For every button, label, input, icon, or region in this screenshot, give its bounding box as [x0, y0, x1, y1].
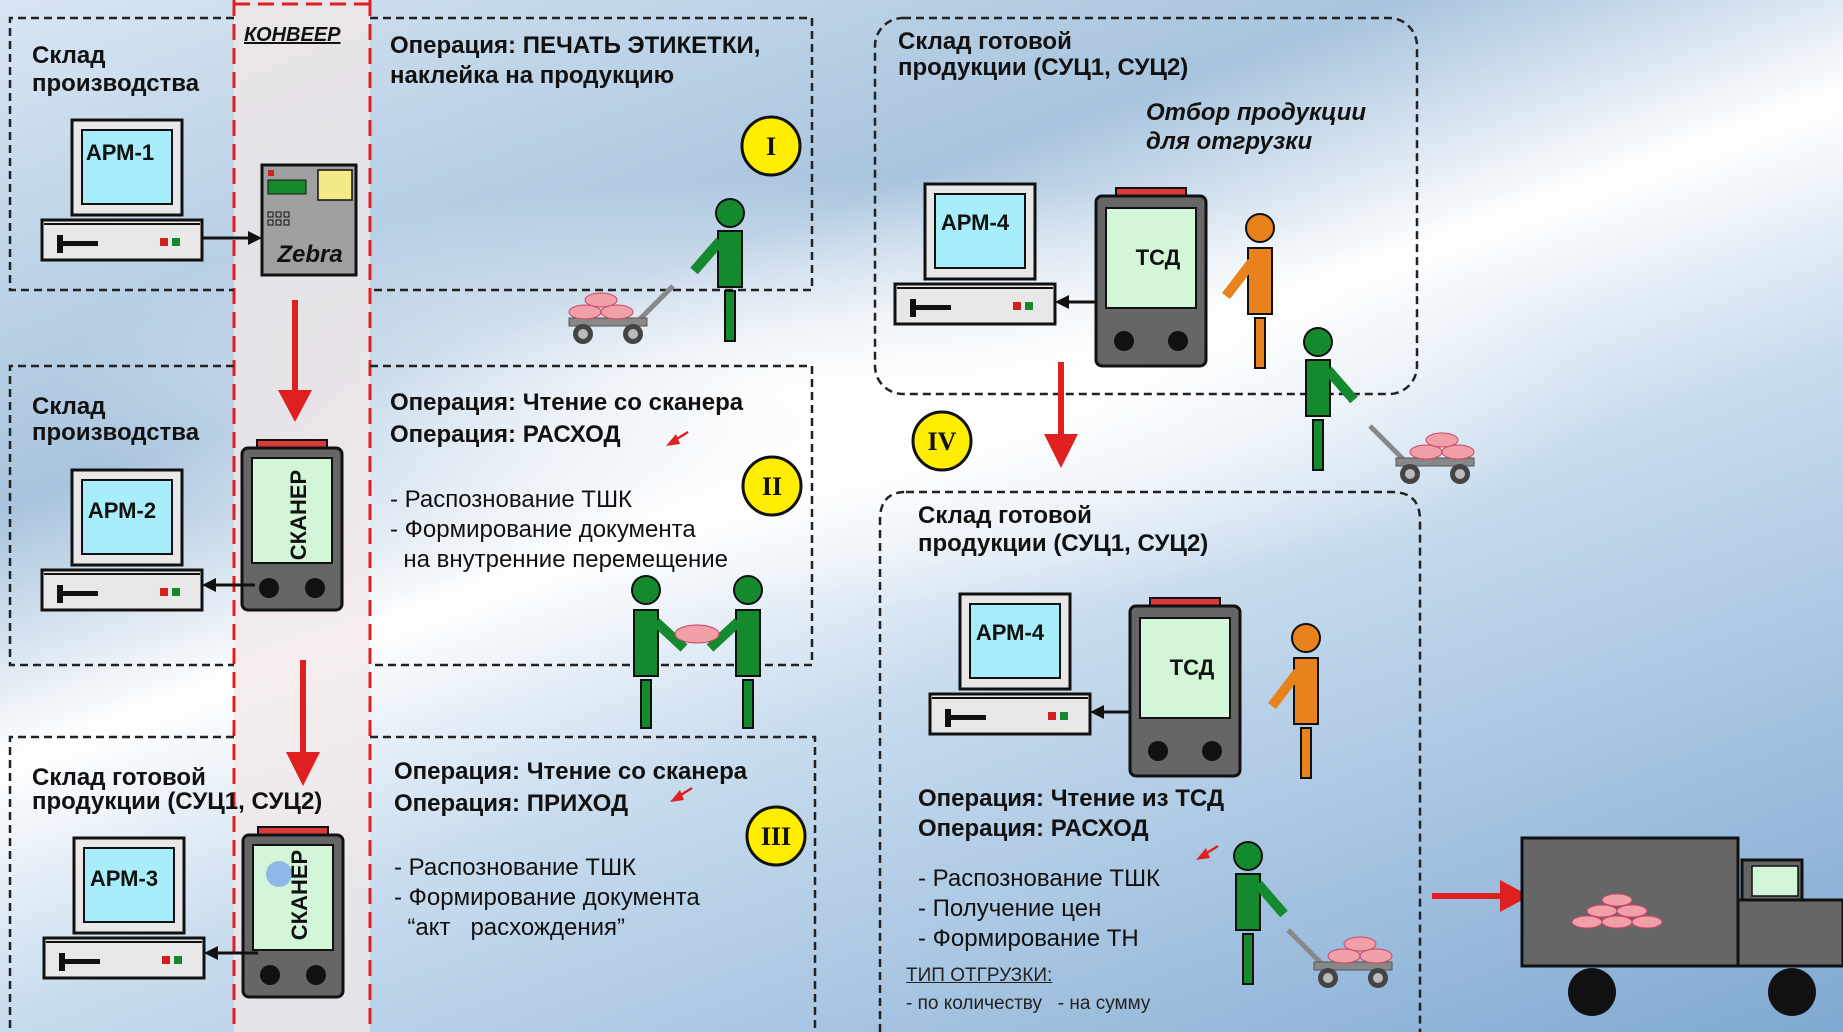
tsd-terminal-b-icon — [1128, 596, 1242, 778]
panel5-item-1: - Распознование ТШК — [918, 865, 1161, 892]
panel2-location-line2: производства — [32, 419, 200, 446]
panel5-item-2: - Получение цен — [918, 895, 1102, 922]
workstation-arm4-label: АРМ-4 — [941, 210, 1010, 235]
panel5-location-line1: Склад готовой — [918, 502, 1092, 529]
workstation-arm3-icon — [42, 836, 206, 980]
zebra-printer-label: Zebra — [276, 241, 342, 268]
flow-arrows — [278, 300, 1530, 912]
scanner3-label: СКАНЕР — [287, 850, 312, 940]
panel5-operation-line1: Операция: Чтение из ТСД — [918, 785, 1225, 812]
stage-4-label: IV — [928, 427, 957, 456]
operator-2-icon — [1268, 623, 1321, 779]
scanner2-label: СКАНЕР — [286, 470, 311, 560]
panel2-item-1: - Распознование ТШК — [390, 486, 633, 513]
panel3-operation-line2: Операция: ПРИХОД — [394, 790, 629, 817]
scanner3-glare — [266, 861, 292, 887]
workstation-arm3-label: АРМ-3 — [90, 866, 158, 891]
panel3-location-line2: продукции (СУЦ1, СУЦ2) — [32, 788, 323, 815]
panel5-border — [878, 490, 1422, 1032]
tsd-terminal-label: ТСД — [1136, 245, 1181, 270]
panel1-operation-line2: наклейка на продукцию — [390, 62, 675, 89]
stage-badges — [740, 115, 973, 867]
panel1-location-line2: производства — [32, 70, 200, 97]
panel2-operation-line1: Операция: Чтение со сканера — [390, 389, 744, 416]
panel3-item-3: “акт расхождения” — [394, 914, 625, 941]
panel5-item-3: - Формирование ТН — [918, 925, 1139, 952]
workstation-arm4b-label: АРМ-4 — [976, 620, 1045, 645]
stage-3-label: III — [761, 822, 791, 851]
tsd-terminal-icon — [1094, 186, 1208, 368]
panel1-operation-line1: Операция: ПЕЧАТЬ ЭТИКЕТКИ, — [390, 32, 761, 59]
panel3-item-1: - Распознование ТШК — [394, 854, 637, 881]
panel4-location-line2: продукции (СУЦ1, СУЦ2) — [898, 54, 1189, 81]
trolley-1-icon — [569, 286, 673, 344]
panel4-border — [873, 16, 1419, 396]
tsd-terminal-b-label: ТСД — [1170, 655, 1215, 680]
panel4-subtitle-line2: для отгрузки — [1146, 128, 1313, 155]
workers-handover-icon — [631, 575, 763, 729]
panel2-item-2: - Формирование документа — [390, 516, 696, 543]
panel5-shipment-type: ТИП ОТГРУЗКИ: — [906, 965, 1053, 986]
panel2-border — [8, 364, 814, 667]
worker-1-icon — [694, 199, 744, 341]
panel2-operation-line2: Операция: РАСХОД — [390, 421, 621, 448]
panel1-border — [8, 16, 814, 292]
panel2-location-line1: Склад — [32, 393, 106, 420]
panel5-location-line2: продукции (СУЦ1, СУЦ2) — [918, 530, 1209, 557]
panel5-shipment-options: - по количеству - на сумму — [906, 993, 1151, 1014]
stage-2-label: II — [762, 472, 782, 501]
worker-2-icon — [1304, 328, 1354, 470]
delivery-truck-icon — [1520, 836, 1843, 1016]
data-link-arrows — [202, 236, 1130, 955]
panel2-item-3: на внутренние перемещение — [390, 546, 728, 573]
panel3-operation-line1: Операция: Чтение со сканера — [394, 758, 748, 785]
workstation-arm4b-icon — [928, 592, 1092, 736]
workstation-arm1-label: АРМ-1 — [86, 140, 154, 165]
trolley-2-icon — [1370, 426, 1474, 484]
worker-3-icon — [1234, 842, 1284, 984]
workstation-arm2-label: АРМ-2 — [88, 498, 156, 523]
panel5-operation-line2: Операция: РАСХОД — [918, 815, 1149, 842]
panel3-border — [8, 735, 817, 1032]
panel3-location-line1: Склад готовой — [32, 764, 206, 791]
operator-1-icon — [1222, 213, 1275, 369]
panel1-location-line1: Склад — [32, 42, 106, 69]
panel3-item-2: - Формирование документа — [394, 884, 700, 911]
conveyor-title: КОНВЕЕР — [244, 24, 341, 46]
panel4-location-line1: Склад готовой — [898, 28, 1072, 55]
workstation-arm2-icon — [40, 468, 204, 612]
trolley-3-icon — [1288, 930, 1392, 988]
workstation-arm4-icon — [893, 182, 1057, 326]
stage-1-label: I — [766, 132, 776, 161]
zebra-printer-icon — [260, 163, 358, 277]
panel4-subtitle-line1: Отбор продукции — [1146, 99, 1367, 126]
